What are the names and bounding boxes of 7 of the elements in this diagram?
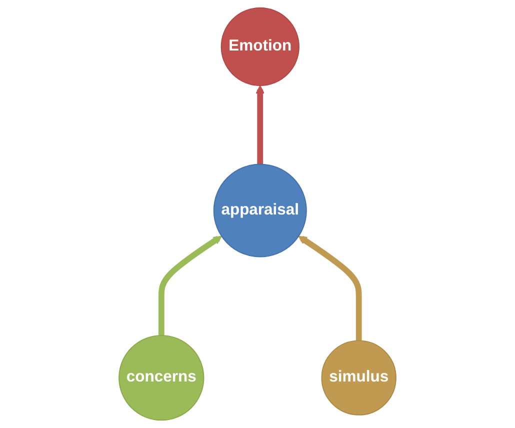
- arrow: [298, 236, 362, 341]
- node-circle: simulus: [321, 340, 396, 416]
- node-circle: concerns: [118, 334, 204, 421]
- arrow: [158, 236, 222, 336]
- node-circle: apparaisal: [213, 164, 307, 258]
- node-circle: Emotion: [220, 7, 300, 86]
- arrow: [256, 85, 264, 164]
